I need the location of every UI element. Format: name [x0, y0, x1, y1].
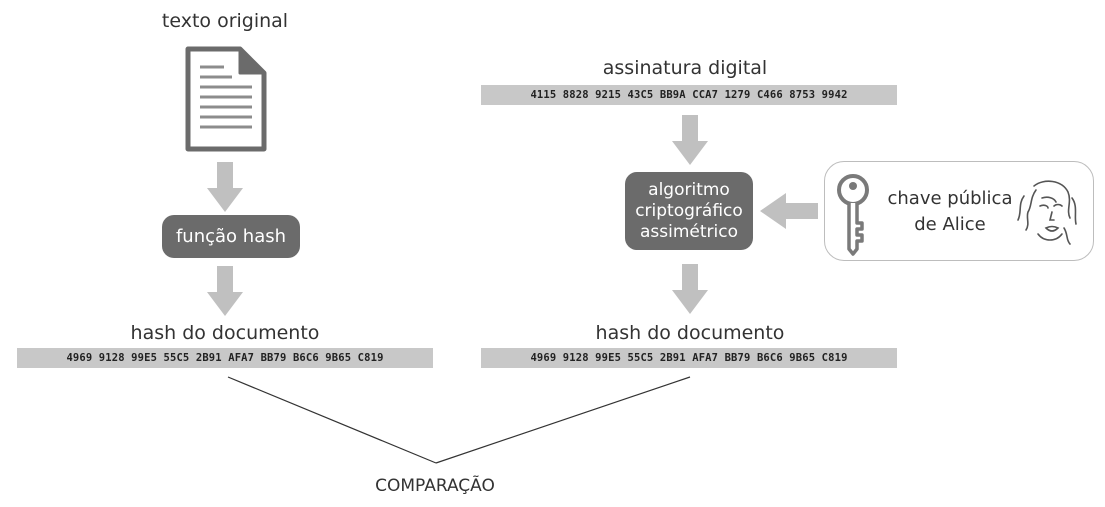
comparison-label: COMPARAÇÃO [375, 476, 495, 496]
original-text-title: texto original [161, 10, 289, 32]
arrow-down-icon [207, 266, 243, 316]
arrow-left-icon [760, 193, 818, 229]
algorithm-line-1: algoritmo [648, 179, 730, 200]
hash-function-label: função hash [175, 226, 287, 247]
hash-function-box: função hash [162, 215, 300, 258]
digital-signature-title: assinatura digital [602, 57, 768, 79]
public-key-line-1: chave pública [887, 188, 1013, 209]
algorithm-line-3: assimétrico [640, 221, 738, 242]
alice-face-icon [1017, 180, 1077, 245]
algorithm-line-2: criptográfico [635, 200, 743, 221]
arrow-down-icon [207, 162, 243, 212]
arrow-down-icon [672, 115, 708, 165]
asymmetric-algorithm-box: algoritmo criptográfico assimétrico [625, 172, 753, 250]
right-hash-value: 4969 9128 99E5 55C5 2B91 AFA7 BB79 B6C6 … [481, 348, 897, 368]
left-hash-label: hash do documento [130, 322, 320, 344]
right-hash-label: hash do documento [595, 322, 785, 344]
document-icon [185, 46, 267, 152]
signature-value: 4115 8828 9215 43C5 BB9A CCA7 1279 C466 … [481, 85, 897, 105]
public-key-label: chave pública de Alice [880, 186, 1020, 238]
public-key-box [824, 161, 1094, 261]
arrow-down-icon [672, 264, 708, 314]
left-hash-value: 4969 9128 99E5 55C5 2B91 AFA7 BB79 B6C6 … [17, 348, 433, 368]
public-key-line-2: de Alice [914, 214, 986, 235]
key-icon [837, 174, 869, 256]
